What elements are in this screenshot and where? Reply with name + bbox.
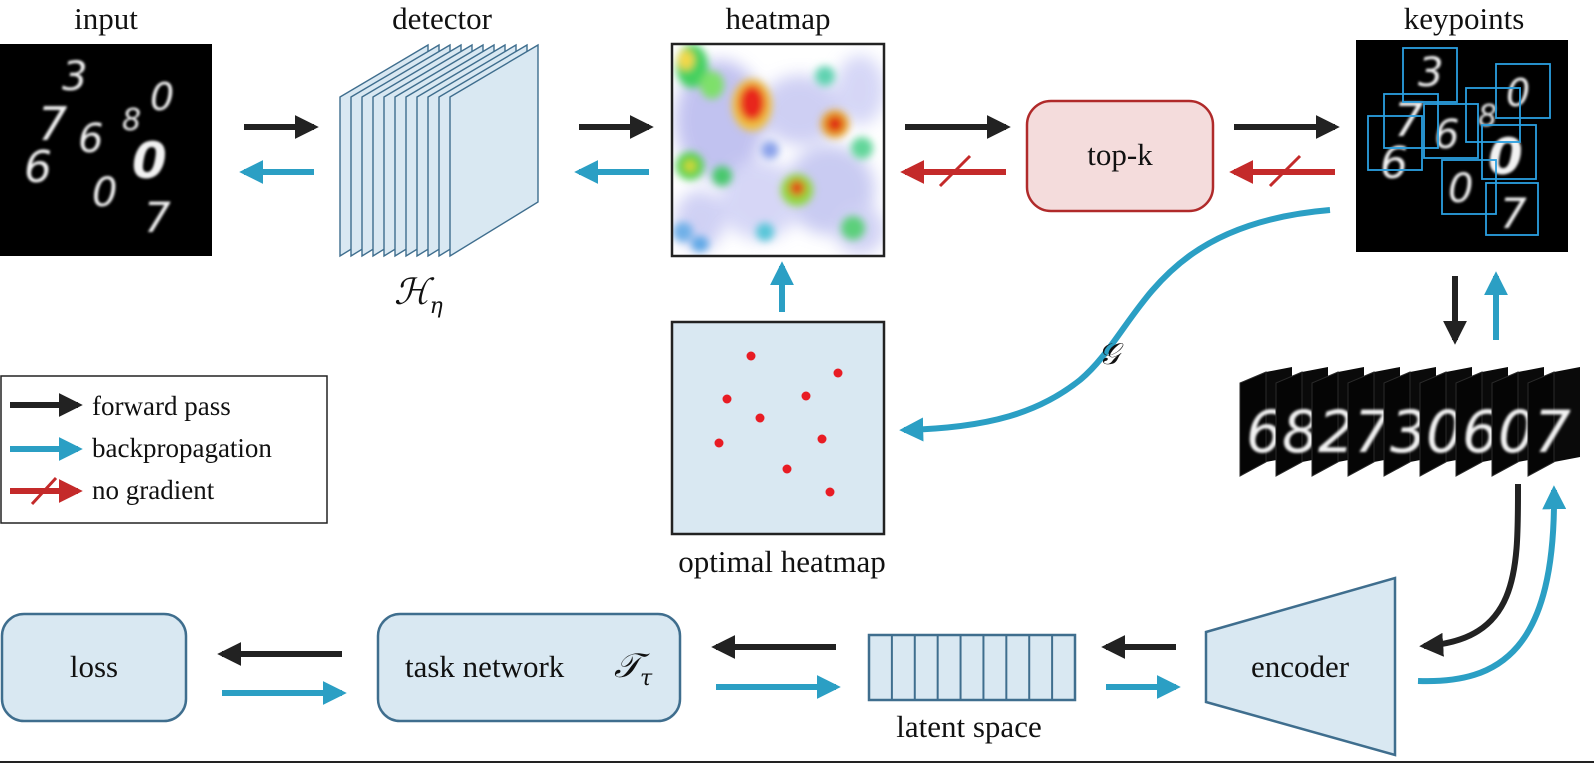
optimal-keypoint-dot: [722, 394, 732, 404]
input-digit: 3: [62, 54, 87, 100]
input-digit: 0: [150, 75, 174, 119]
optimal-keypoint-dot: [833, 368, 843, 378]
latent-space-block: [867, 633, 1077, 702]
keypoints-image: 3 7 6 8 0 6 0 0 7: [1356, 40, 1568, 252]
optimal-keypoint-dot: [782, 464, 792, 474]
keypoint-box: [1485, 182, 1539, 236]
keypoint-digit: 3: [1418, 50, 1443, 96]
encoder-block: encoder: [1204, 576, 1397, 757]
optimal-heatmap-label: optimal heatmap: [678, 544, 885, 579]
keypoint-box: [1441, 159, 1497, 215]
input-digit: 7: [38, 97, 67, 151]
legend-nograd-arrow: [10, 476, 83, 506]
g-backprop-curve: [899, 207, 1331, 442]
optimal-keypoint-dot: [817, 434, 827, 444]
latent-space-label: latent space: [896, 709, 1041, 744]
keypoint-box: [1402, 47, 1458, 103]
legend-nograd-label: no gradient: [92, 475, 215, 505]
keypoint-digit: 7: [1500, 189, 1527, 238]
keypoint-digit: 0: [1448, 166, 1473, 212]
detector-symbol: ℋη: [394, 272, 443, 319]
keypoint-digit: 0: [1488, 128, 1523, 186]
legend: forward pass backpropagation no gradient: [0, 375, 328, 524]
task-network-label: task network: [405, 649, 565, 684]
input-image: 3 7 6 8 0 6 0 0 7: [0, 44, 212, 256]
optimal-keypoint-dot: [801, 391, 811, 401]
keypoint-patch: 7: [1527, 367, 1580, 477]
detector-label: detector: [392, 1, 493, 36]
forward-curve: [1419, 483, 1522, 657]
legend-backprop-label: backpropagation: [92, 433, 272, 463]
keypoints-label: keypoints: [1404, 1, 1525, 36]
topk-label: top-k: [1087, 137, 1153, 172]
legend-forward-label: forward pass: [92, 391, 231, 421]
keypoint-box: [1495, 63, 1551, 119]
keypoint-box: [1481, 124, 1537, 180]
topk-box: top-k: [1025, 99, 1215, 213]
keypoint-box: [1383, 93, 1439, 149]
keypoint-box: [1423, 103, 1479, 159]
input-digit: 6: [78, 116, 103, 162]
input-digit: 8: [122, 103, 141, 138]
task-network-box: task network 𝒯τ: [376, 612, 682, 723]
detector-layer-stack: [339, 43, 539, 258]
heatmap-image: [670, 42, 886, 258]
g-symbol: 𝒢: [1098, 337, 1124, 372]
encoder-label: encoder: [1251, 649, 1350, 684]
input-digit: 7: [144, 193, 171, 242]
no-gradient-arrow: [1229, 154, 1335, 188]
optimal-keypoint-dot: [746, 351, 756, 361]
keypoint-digit: 0: [1506, 71, 1530, 115]
loss-label: loss: [70, 649, 118, 684]
optimal-keypoint-dot: [714, 438, 724, 448]
input-digit: 0: [132, 132, 167, 190]
input-digit: 0: [92, 170, 117, 216]
input-digit: 6: [24, 142, 52, 193]
keypoint-box: [1367, 115, 1423, 171]
keypoint-box: [1465, 87, 1521, 143]
detector-layer: [449, 43, 539, 258]
loss-box: loss: [0, 612, 188, 723]
input-label: input: [74, 1, 138, 36]
backprop-curve: [1417, 485, 1567, 685]
patch-digit: 7: [1534, 398, 1571, 466]
optimal-heatmap-image: [670, 320, 886, 536]
optimal-keypoint-dot: [825, 487, 835, 497]
heatmap-label: heatmap: [725, 1, 830, 36]
no-gradient-arrow: [900, 154, 1006, 188]
optimal-keypoint-dot: [755, 413, 765, 423]
